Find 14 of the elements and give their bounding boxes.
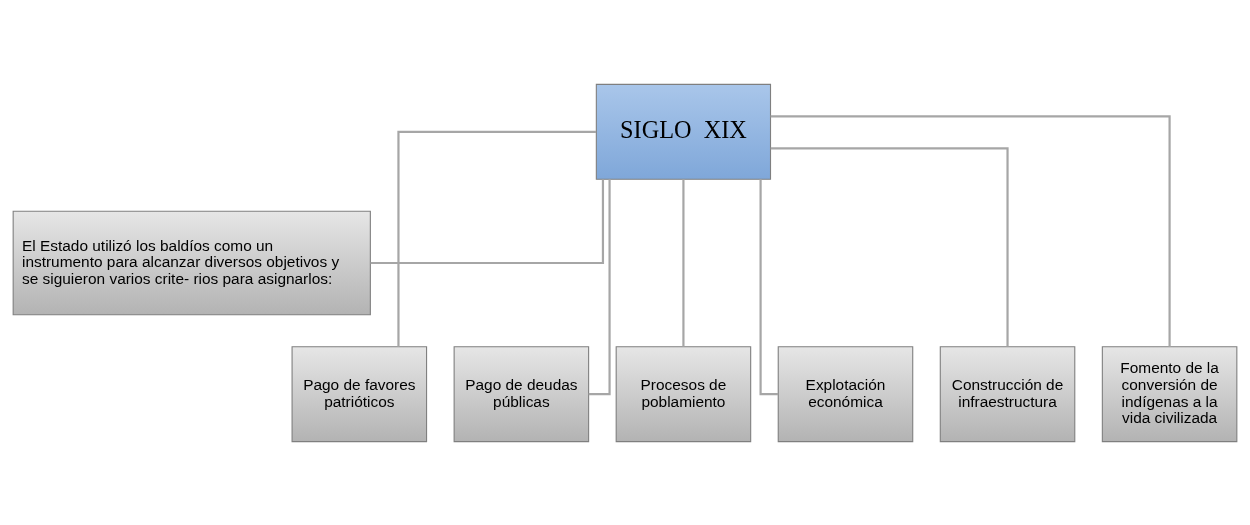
connector — [770, 114, 1171, 347]
node-box: Explotación económica — [777, 345, 914, 442]
connector — [370, 179, 605, 264]
node-box: Pago de favores patrióticos — [291, 345, 428, 442]
node-box: Construcción de infraestructura — [939, 345, 1076, 442]
node-box: SIGLO XIX — [595, 83, 772, 180]
node-box: El Estado utilizó los baldíos como un instrumento para alcanzar diversos objetivos y se siguieron varios crite- rios para asignarlos: — [12, 210, 371, 315]
connector — [588, 178, 611, 395]
node-box: Pago de deudas públicas — [453, 345, 590, 442]
connector — [397, 130, 596, 347]
node-box: Fomento de la conversión de indígenas a la vida civilizada — [1101, 345, 1238, 442]
connector — [770, 146, 1009, 346]
connector — [682, 178, 685, 347]
node-box: Procesos de poblamiento — [615, 345, 752, 442]
